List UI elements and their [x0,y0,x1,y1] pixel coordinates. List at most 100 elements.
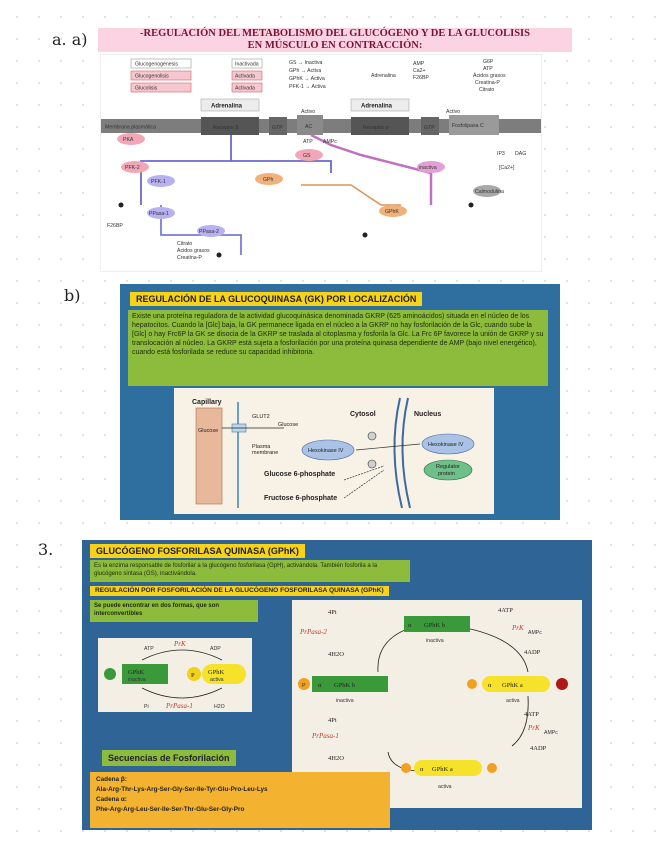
gs-oval [295,149,323,161]
adrenalina-label-1: Adrenalina [211,104,243,110]
hexokinase-nucleus [421,433,475,455]
reverse-arrow [141,687,223,699]
cycle-left-alpha: α [318,682,322,689]
cycle-top-box [404,616,470,632]
phosphate-dot [187,667,201,681]
adrenalina-tab-1 [200,98,260,112]
gs-label: GS [303,153,311,159]
legend-state-3: Activada [235,86,255,92]
cycle-amp1-label: AMPc [528,630,542,636]
legend-box-gs [130,58,192,69]
label-3: 3. [38,540,54,559]
label-b: b) [64,286,81,305]
cycle-prk2-label: PrK [527,724,540,732]
cycle-arrow-1 [465,627,529,673]
glucokinase-title: REGULACIÓN DE LA GLUCOQUINASA (GK) POR L… [130,292,423,306]
cycle-top-state: inactiva [426,638,444,644]
creatina-label: Creatina-P [177,255,202,261]
small-cycle-svg: GPhK inactiva P GPhK activa ATP ADP PrK … [104,640,246,710]
cycle-right-alpha: α [488,682,492,689]
ac-box [297,115,323,135]
pathway-line-2 [231,160,332,173]
nuclear-membrane-2 [401,397,411,509]
hexokinase-cytosol-label: Hexokinase IV [308,448,344,454]
inhibitor-dot-1 [118,202,124,208]
atp-label: ATP [303,139,313,145]
cytosol-label: Cytosol [350,411,376,418]
cycle-atp2-label: 4ATP [524,711,539,718]
legend-gph: GPh → Activa [289,68,321,74]
legend-acidos: Ácidos grasos [473,72,506,79]
small-h2o-label: H2O [214,704,225,710]
small-adp-label: ADP [210,646,221,652]
ppase2-oval [197,225,225,237]
g6p-label: Glucose 6-phosphate [264,471,335,478]
pfk2-oval [121,161,149,173]
metabolism-diagram-svg: Glucogenogénesis Inactivada Glucogenolis… [101,58,541,261]
cycle-adp2-label: 4ADP [530,745,547,752]
inhibitor-dot-3 [362,232,368,238]
gphk-title: GLUCÓGENO FOSFORILASA QUINASA (GPhK) [90,544,305,558]
gphk-text: Es la enzima responsable de fosforilar a… [90,560,410,582]
cycle-h2o2-label: 4H2O [328,755,344,762]
adrenalina-label-2: Adrenalina [361,104,393,110]
cycle-right-label: GPhK a [502,682,523,689]
pfk2-label: PFK-2 [125,165,140,171]
pka-oval [117,133,145,145]
ac-label: AC [305,124,312,130]
capillary-label: Capillary [192,399,222,406]
gtp-label-2: GTP [424,125,435,131]
dag-label: DAG [515,151,526,157]
nuclear-membrane-1 [393,397,403,509]
legend-state-box-1 [231,58,263,69]
gphk-note: Se puede encontrar en dos formas, que so… [90,600,258,622]
cycle-h2o1-label: 4H2O [328,651,344,658]
cycle-bottom-p-dot-2 [487,763,497,773]
legend-gs: GS → Inactiva [289,60,323,66]
pathway-line-3 [310,133,432,175]
legend-gphk: GPhK → Activa [289,76,325,82]
ampc-label: AMPc [323,139,337,145]
activo-label-1: Activo [301,109,315,115]
cycle-arrow-4 [377,627,411,673]
legend-g6p: G6P [483,59,494,65]
regulator-protein [423,459,473,481]
gphk-b-box [122,664,168,684]
small-ppase-label: PrPasa-1 [165,702,193,710]
pfk1-oval [147,175,175,187]
gphk-subtitle: REGULACIÓN POR FOSFORILACIÓN DE LA GLUCÓ… [90,586,389,596]
gphk-oval [379,205,407,217]
pore-1 [367,431,377,441]
legend-ca: Ca2+ [413,68,426,74]
sequence-title: Secuencias de Fosforilación [102,750,236,766]
cycle-top-alpha: α [408,622,412,629]
inhibitor-dot-4 [468,202,474,208]
muscle-metabolism-diagram: Glucogenogénesis Inactivada Glucogenolis… [100,54,542,272]
ppase1-label: PPasa-1 [149,211,169,217]
receptor-alpha-label: Receptor α [363,125,389,131]
receptor-beta-label: Receptor β [213,125,238,131]
cycle-arrow-2 [511,695,529,747]
cycle-left-p: P [302,683,306,689]
fosfolipasa-box [449,115,499,135]
legend-creatina: Creatina-P [475,80,500,86]
chain-beta-sequence: Ala-Arg-Thr-Lys-Arg-Ser-Gly-Ser-Ile-Tyr-… [96,786,268,793]
small-atp-label: ATP [144,646,154,652]
f26bp-label: F26BP [107,223,123,229]
pka-label: PKA [123,137,134,143]
cycle-svg: α GPhK b inactiva 4ATP PrK AMPc 4ADP α G… [298,607,568,790]
cycle-left-label: GPhK b [334,682,355,689]
chain-beta-label: Cadena β: [96,776,127,783]
gphk-a-label: GPhK [208,669,225,676]
section-a-title-line1: -REGULACIÓN DEL METABOLISMO DEL GLUCÓGEN… [140,28,530,39]
chain-alpha-sequence: Phe-Arg-Arg-Leu-Ser-Ile-Ser-Thr-Glu-Ser-… [96,806,245,813]
legend-state-2: Activada [235,74,255,80]
phosphate-label: P [191,672,195,679]
acidos-label: Ácidos grasos [177,247,210,254]
label-a: a. a) [52,30,88,49]
cycle-right-box [482,676,550,692]
cycle-right-state: activa [506,698,520,704]
legend-citrato: Citrato [479,87,494,93]
legend-atp: ATP [483,66,493,72]
nucleus-label: Nucleus [414,411,441,418]
